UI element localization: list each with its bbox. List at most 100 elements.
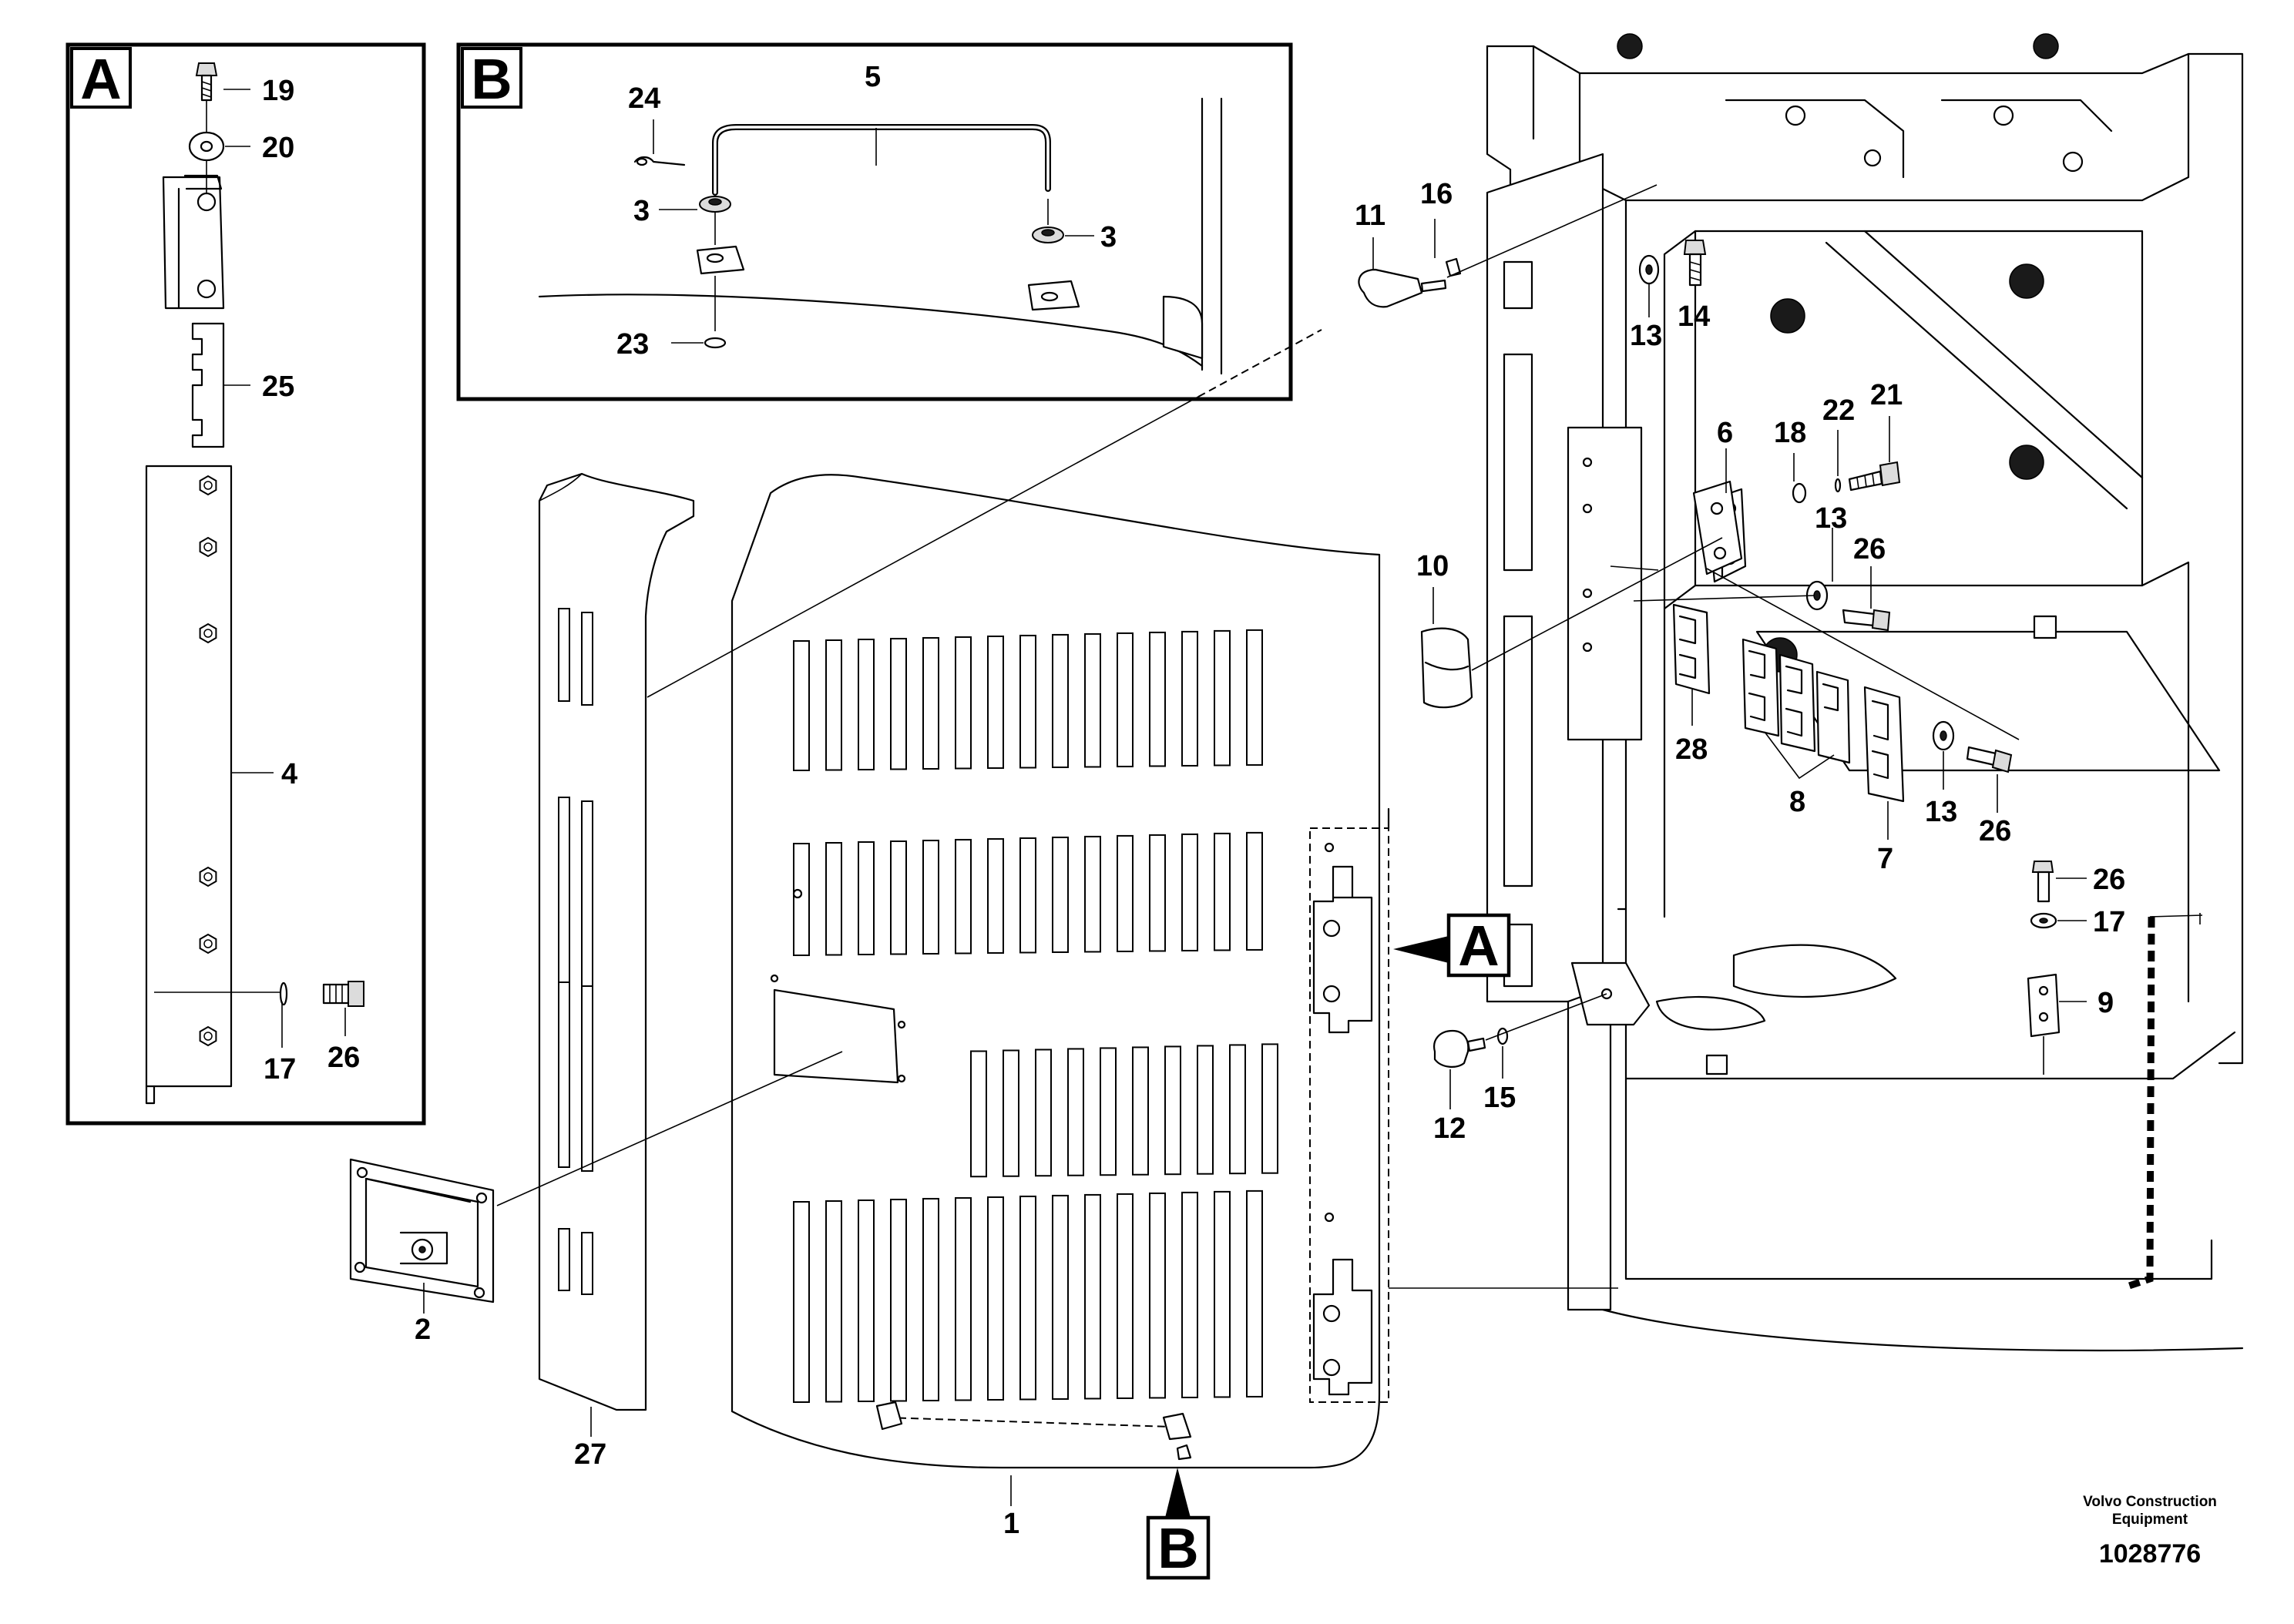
- grille-slot: [858, 638, 875, 770]
- detail-a-label: A: [80, 47, 121, 111]
- part-14-bolt: [1683, 240, 1707, 287]
- grille-slot: [1181, 1191, 1198, 1398]
- callout-17-a: 17: [264, 1053, 296, 1085]
- ref-b-label: B: [1157, 1516, 1198, 1580]
- part-17-washer-lower: [2030, 912, 2057, 929]
- detail-box-a: A: [65, 42, 426, 1126]
- callout-5: 5: [865, 61, 881, 93]
- callout-26-mid: 26: [1853, 533, 1886, 565]
- grille-slot: [1084, 1193, 1101, 1400]
- part-9-latch: [2027, 973, 2061, 1075]
- callout-17-b: 17: [2093, 906, 2125, 938]
- callout-16: 16: [1420, 178, 1453, 210]
- grille-slot: [858, 841, 875, 955]
- callout-3-right: 3: [1100, 221, 1117, 253]
- callout-9: 9: [2098, 987, 2114, 1019]
- strip-nut-hole: [203, 481, 213, 490]
- callout-7: 7: [1877, 843, 1893, 875]
- part-16-nut: [1445, 257, 1462, 277]
- grille-slot: [1214, 832, 1231, 951]
- grille-slot: [890, 840, 907, 955]
- grille-slot: [1019, 1195, 1036, 1401]
- callout-24: 24: [628, 82, 660, 115]
- grille-slot: [1246, 629, 1263, 766]
- document-number: 1028776: [2099, 1539, 2201, 1569]
- callout-26-right: 26: [2093, 864, 2125, 896]
- side-slot: [558, 608, 570, 702]
- callout-4: 4: [281, 758, 297, 790]
- detail-box-b: B: [456, 42, 1293, 401]
- callout-10: 10: [1416, 550, 1449, 582]
- grille-slot: [793, 1201, 810, 1403]
- part-8-shims: [1741, 638, 1851, 764]
- callout-leaders: [223, 89, 2087, 1506]
- callout-13-mid: 13: [1815, 502, 1847, 535]
- callout-25: 25: [262, 371, 294, 403]
- grille-slot: [793, 843, 810, 956]
- leader-lines: [496, 184, 2203, 1290]
- grille-slot: [1149, 631, 1166, 767]
- grille-slot: [858, 1199, 875, 1402]
- grille-slot: [970, 1050, 987, 1178]
- callout-27: 27: [574, 1438, 606, 1471]
- hinge-outline: [1309, 807, 1390, 1403]
- grille-slot: [1084, 835, 1101, 953]
- strip-nuts: [199, 475, 217, 1047]
- grille-slot: [922, 1197, 939, 1401]
- callout-14: 14: [1678, 300, 1710, 333]
- callout-13-low: 13: [1925, 796, 1957, 828]
- grille-slot: [1003, 1049, 1019, 1177]
- grille-slot: [1019, 634, 1036, 769]
- side-panel-part-27: [538, 472, 695, 1411]
- callout-1: 1: [1003, 1508, 1019, 1540]
- grille-slot: [987, 1196, 1004, 1401]
- callout-6: 6: [1717, 417, 1733, 449]
- company-name-line2: Equipment: [2112, 1512, 2188, 1528]
- callout-15: 15: [1483, 1082, 1516, 1114]
- grille-slot: [955, 1196, 972, 1401]
- ref-a-label: A: [1458, 914, 1499, 978]
- panel-lower-link: [875, 1401, 1192, 1461]
- grille-slot: [1117, 1193, 1134, 1399]
- grille-slot: [825, 1200, 842, 1403]
- grille-slot: [1181, 833, 1198, 951]
- grille-slot: [1181, 630, 1198, 767]
- grille-slot: [922, 839, 939, 955]
- part-28-clip: [1672, 603, 1711, 695]
- ref-marker-b: B: [1146, 1468, 1211, 1580]
- side-slot: [581, 1232, 593, 1295]
- strip-nut-hole: [203, 939, 213, 948]
- callout-23: 23: [616, 328, 649, 361]
- grille-slot: [890, 637, 907, 770]
- callout-19: 19: [262, 75, 294, 107]
- part-13-26-fasteners-mid: [1805, 580, 2013, 773]
- grille-slot: [1132, 1046, 1149, 1176]
- callout-26-low: 26: [1979, 815, 2011, 847]
- ref-marker-a: A: [1393, 913, 1511, 978]
- grille-slot: [890, 1198, 907, 1402]
- callout-18: 18: [1774, 417, 1806, 449]
- grille-slot: [922, 636, 939, 770]
- grille-slot: [1052, 836, 1069, 953]
- grille-slot: [1214, 629, 1231, 767]
- side-slot: [581, 800, 593, 987]
- access-cover-part-2: [349, 1158, 495, 1304]
- grille-slot: [1197, 1045, 1214, 1175]
- grille-slot: [1117, 632, 1134, 767]
- callout-28: 28: [1675, 733, 1708, 766]
- strip-nut-hole: [203, 872, 213, 881]
- grille-slot: [1035, 1049, 1052, 1177]
- callout-12: 12: [1433, 1112, 1466, 1145]
- grille-slot: [955, 838, 972, 955]
- strip-nut-hole: [203, 1032, 213, 1041]
- grille-panel-part-1: [731, 474, 1381, 1469]
- callout-26-a: 26: [327, 1042, 360, 1074]
- callout-11: 11: [1355, 200, 1385, 232]
- grille-slot: [987, 837, 1004, 954]
- callout-numbers: 19 20 25 4 17 26 5 24 3 3 23 2 27 1 11 1…: [262, 61, 2125, 1540]
- detail-b-label: B: [471, 47, 512, 111]
- side-slot: [558, 1228, 570, 1291]
- part-10-bumper: [1420, 627, 1473, 709]
- part-7-bracket: [1863, 686, 1905, 803]
